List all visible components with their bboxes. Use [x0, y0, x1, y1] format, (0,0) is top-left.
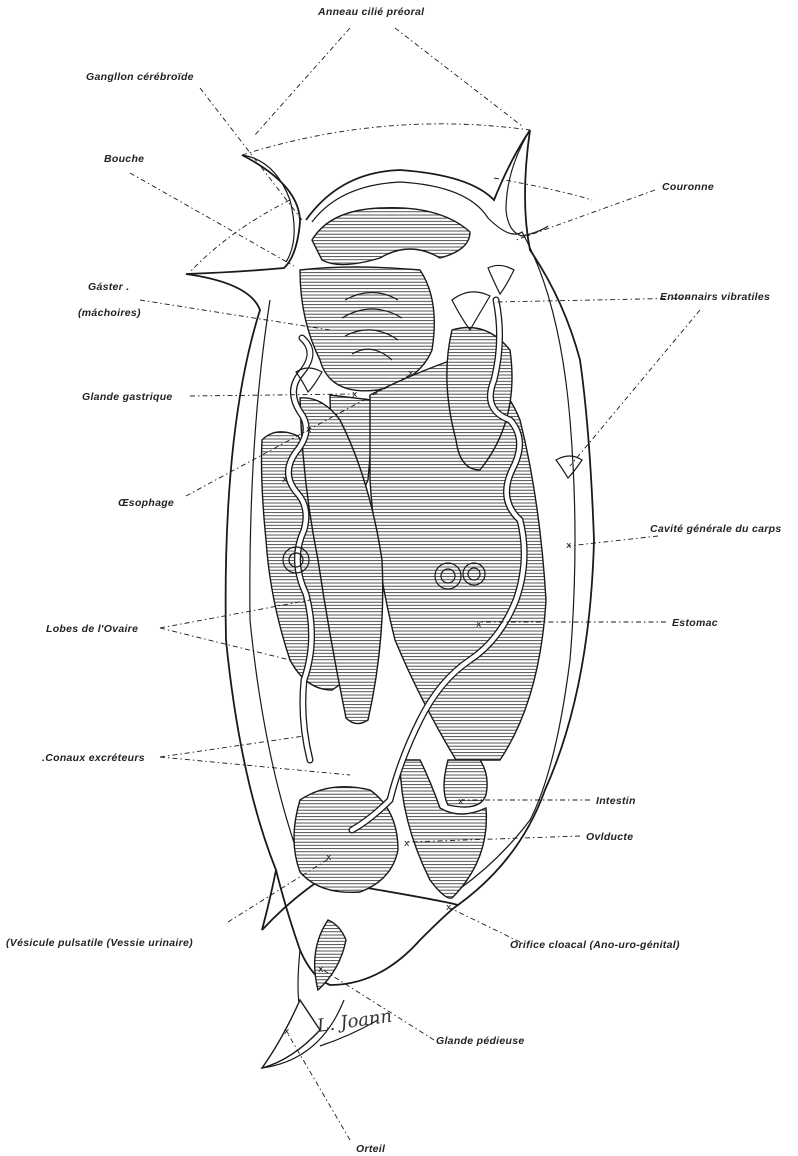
- label-orteil: Orteil: [356, 1143, 386, 1155]
- label-entonnoirs: Entonnairs vibratiles: [660, 291, 770, 303]
- svg-text:x: x: [446, 903, 452, 913]
- label-cavite: Cavité générale du carps: [650, 523, 782, 535]
- svg-text:x: x: [352, 390, 358, 400]
- label-gaster: Gáster .: [88, 281, 130, 293]
- label-estomac: Estomac: [672, 617, 718, 629]
- label-couronne: Couronne: [662, 181, 714, 193]
- label-machoires: (máchoires): [78, 307, 141, 319]
- label-canaux: .Conaux excréteurs: [42, 752, 145, 764]
- svg-text:x: x: [282, 475, 288, 485]
- label-glande-gastrique: Glande gastrique: [82, 391, 173, 403]
- svg-text:x: x: [476, 620, 482, 630]
- label-orifice-cloacal: Orifice cloacal (Ano-uro-génital): [510, 939, 680, 951]
- label-intestin: Intestin: [596, 795, 636, 807]
- label-lobes-ovaire: Lobes de l'Ovaire: [46, 623, 138, 635]
- label-ganglion: Gangllon cérébroïde: [86, 71, 194, 83]
- label-oesophage: Œsophage: [118, 497, 174, 509]
- svg-text:x: x: [458, 797, 464, 807]
- internal-organs: x x x x x x x x x x x x: [262, 208, 583, 1037]
- label-vesicule: (Vésicule pulsatile (Vessie urinaire): [6, 937, 193, 949]
- svg-text:x: x: [408, 369, 414, 379]
- label-anneau-cilie: Anneau cilié préoral: [317, 6, 425, 18]
- label-glande-pedieuse: Glande pédieuse: [436, 1035, 525, 1047]
- svg-text:x: x: [318, 965, 324, 975]
- svg-text:x: x: [404, 839, 410, 849]
- label-bouche: Bouche: [104, 153, 144, 165]
- label-oviducte: Ovlducte: [586, 831, 633, 843]
- svg-text:x: x: [326, 853, 332, 863]
